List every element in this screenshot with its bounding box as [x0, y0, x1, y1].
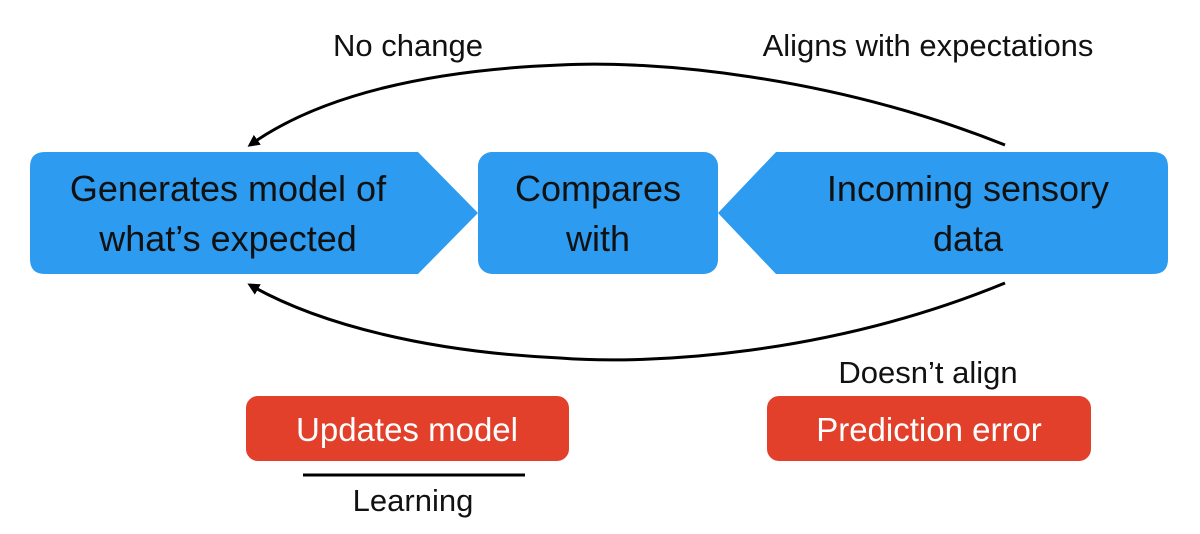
- sensory-box: [718, 152, 1168, 274]
- top-feedback-arrow: [247, 62, 1006, 147]
- bottom-feedback-arrow: [247, 281, 1006, 362]
- model-box-line2: what’s expected: [98, 218, 357, 259]
- compare-box: [478, 152, 718, 274]
- no-change-label: No change: [333, 28, 483, 63]
- model-box: [30, 152, 478, 274]
- updates-model-text: Updates model: [296, 411, 518, 448]
- updates-model-badge: [246, 396, 569, 461]
- prediction-error-badge: [767, 396, 1091, 461]
- sensory-box-line2: data: [933, 218, 1004, 259]
- aligns-label: Aligns with expectations: [763, 28, 1094, 63]
- compare-box-line2: with: [565, 218, 630, 259]
- learning-label: Learning: [353, 483, 474, 518]
- model-box-line1: Generates model of: [70, 168, 387, 209]
- doesnt-align-label: Doesn’t align: [838, 355, 1017, 390]
- prediction-error-text: Prediction error: [816, 411, 1042, 448]
- compare-box-line1: Compares: [515, 168, 681, 209]
- sensory-box-line1: Incoming sensory: [827, 168, 1109, 209]
